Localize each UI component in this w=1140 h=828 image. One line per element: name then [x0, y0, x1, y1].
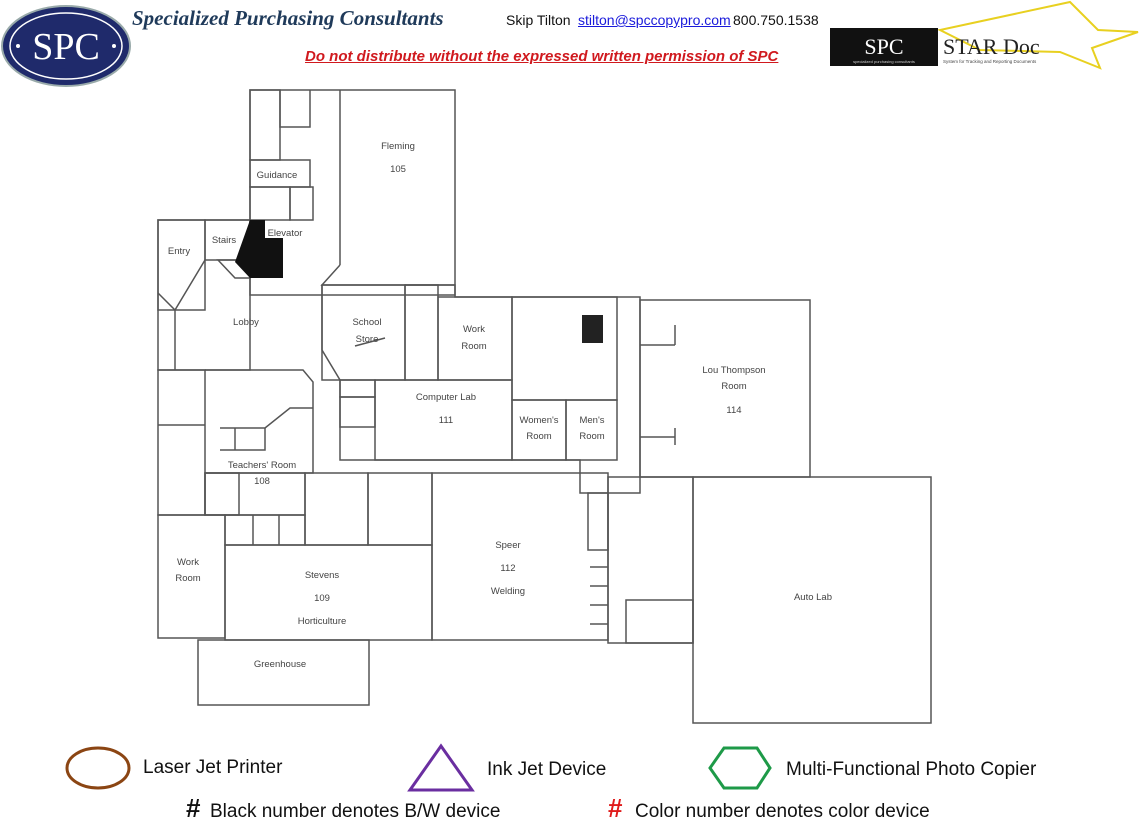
room-number: 109: [314, 593, 330, 604]
elevator-shaft: [235, 220, 283, 278]
room-label: Speer: [495, 540, 520, 551]
distribution-warning: Do not distribute without the expressed …: [305, 48, 779, 65]
greenhouse: [197, 639, 370, 706]
room-label: Auto Lab: [794, 592, 832, 603]
school-store: [321, 284, 406, 381]
inkjet-triangle-icon: [407, 743, 475, 792]
spc-logo: SPC: [1, 5, 131, 87]
room-number: 105: [390, 164, 406, 175]
room-label: Store: [356, 334, 379, 345]
room-label: Welding: [491, 586, 525, 597]
stardoc-logo: SPC specialized purchasing consultants S…: [830, 0, 1139, 70]
room-label: Horticulture: [298, 616, 347, 627]
room-label: Computer Lab: [416, 392, 476, 403]
room-label: Room: [579, 431, 604, 442]
mfp-hexagon-icon: [708, 746, 772, 790]
bw-hash-icon: #: [186, 793, 201, 823]
legend-bw: Black number denotes B/W device: [210, 801, 501, 822]
legend-inkjet: Ink Jet Device: [487, 759, 607, 780]
stardoc-subtitle: System for Tracking and Reporting Docume…: [943, 59, 1037, 64]
speer-room: [431, 472, 609, 641]
room-label: Guidance: [257, 170, 298, 181]
legend-color: Color number denotes color device: [635, 801, 930, 822]
room-label: Entry: [168, 246, 190, 257]
work-room: [437, 296, 513, 381]
room-label: Room: [721, 381, 746, 392]
room-label: Stairs: [212, 235, 237, 246]
auto-lab: [692, 476, 932, 724]
contact-email-link[interactable]: stilton@spccopypro.com: [578, 12, 731, 28]
room-label: Room: [526, 431, 551, 442]
room-label: Lobby: [233, 317, 259, 328]
womens-room: [511, 399, 567, 461]
floor-plan: Fleming 105 Guidance Stairs Elevator Ent…: [157, 89, 932, 724]
room-label: Room: [175, 573, 200, 584]
room-number: 114: [726, 405, 741, 416]
mens-room: [565, 399, 618, 461]
stardoc-tag: specialized purchasing consultants: [853, 59, 915, 64]
spc-logo-text: SPC: [32, 26, 100, 68]
company-name: Specialized Purchasing Consultants: [132, 6, 444, 30]
utility-block: [582, 315, 603, 343]
room-label: Women's: [519, 415, 558, 426]
legend-laser: Laser Jet Printer: [143, 757, 283, 778]
room-label: Teachers' Room: [228, 460, 296, 471]
room-number: 108: [254, 476, 270, 487]
room-label: Room: [461, 341, 486, 352]
room-label: Lou Thompson: [702, 365, 765, 376]
room-number: 112: [500, 563, 515, 574]
legend-mfp: Multi-Functional Photo Copier: [786, 759, 1037, 780]
color-hash-icon: #: [608, 793, 623, 823]
room-label: Work: [177, 557, 199, 568]
contact-phone: 800.750.1538: [733, 12, 819, 28]
room-label: Men's: [579, 415, 604, 426]
stardoc-title: STAR Doc: [943, 34, 1040, 59]
laser-printer-circle-icon: [65, 746, 131, 790]
room-label: Stevens: [305, 570, 340, 581]
entry-room: [157, 219, 206, 311]
legend-symbols: [65, 743, 772, 792]
room-label: Work: [463, 324, 485, 335]
room-label: Greenhouse: [254, 659, 306, 670]
room-label: Fleming: [381, 141, 415, 152]
room-number: 111: [439, 415, 453, 426]
room-label: Elevator: [268, 228, 303, 239]
stardoc-spc-text: SPC: [864, 34, 903, 59]
room-label: School: [352, 317, 381, 328]
contact-name: Skip Tilton: [506, 12, 571, 28]
